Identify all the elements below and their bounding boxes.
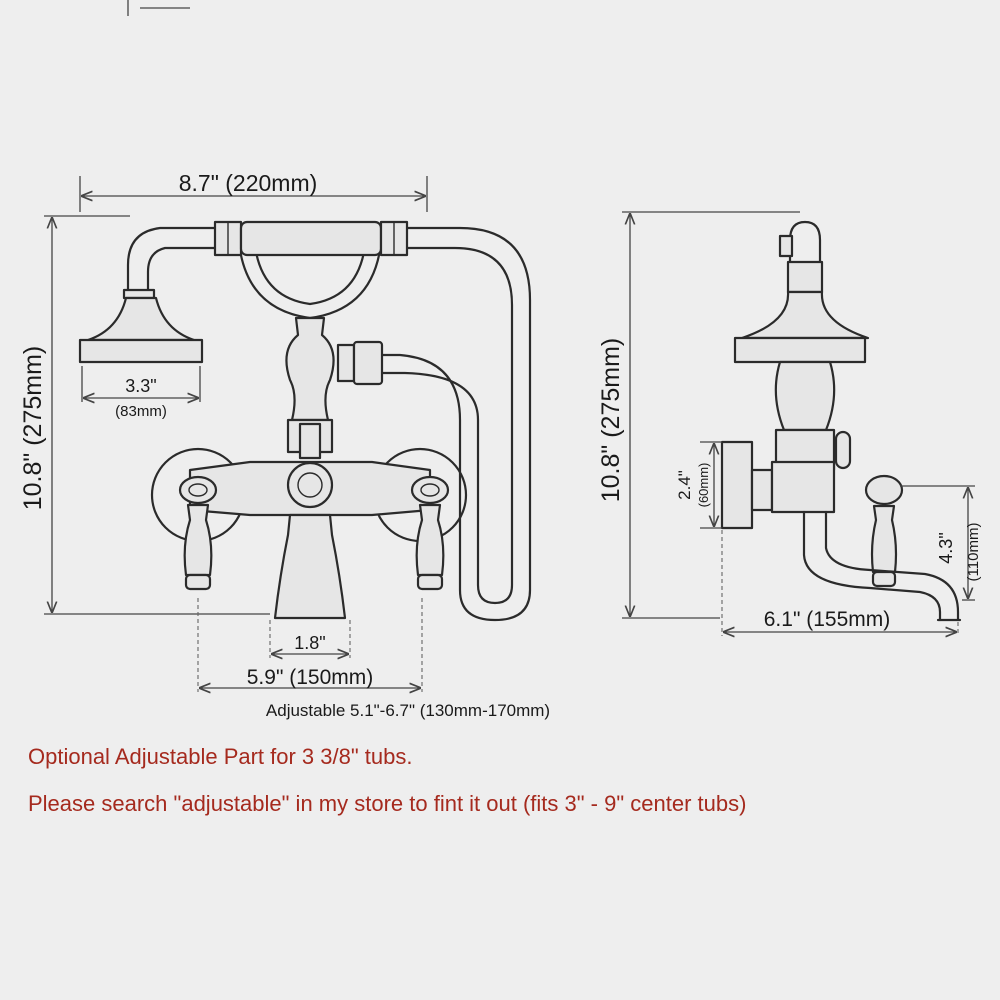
note-search-adjustable: Please search "adjustable" in my store t… xyxy=(28,791,747,816)
dimension-overall-width xyxy=(79,176,428,212)
overall-width-label: 8.7" (220mm) xyxy=(179,170,318,196)
shower-head xyxy=(78,288,204,364)
center-port xyxy=(286,461,334,509)
dimension-flange xyxy=(700,441,722,529)
dimension-overall-height xyxy=(44,215,270,615)
side-view: 10.8" (275mm) 2.4" (60mm) 4.3" (110mm) 6… xyxy=(597,211,982,636)
side-spout-inner xyxy=(824,510,960,622)
dimension-spout-width xyxy=(269,620,351,658)
tub-spout xyxy=(273,513,347,620)
dimension-shower-head xyxy=(81,366,201,402)
front-height-label: 10.8" (275mm) xyxy=(19,346,47,511)
flange-height-label: 2.4" xyxy=(675,470,694,500)
side-height-label: 10.8" (275mm) xyxy=(597,338,625,503)
dimension-center-distance xyxy=(197,598,423,692)
side-riser xyxy=(774,360,836,432)
hose xyxy=(381,226,532,622)
shower-head-size-label: 3.3" xyxy=(125,376,156,396)
spout-drop-label: 4.3" xyxy=(936,532,956,563)
cropped-top-fragment xyxy=(127,0,190,16)
projection-label: 6.1" (155mm) xyxy=(764,608,891,631)
right-handle xyxy=(410,475,450,591)
note-optional-adjustable: Optional Adjustable Part for 3 3/8" tubs… xyxy=(28,744,413,769)
spout-drop-mm-label: (110mm) xyxy=(965,523,982,582)
front-view: 8.7" (220mm) 10.8" (275mm) 3.3" (83mm) 1… xyxy=(19,170,550,720)
cradle-yoke-inner xyxy=(254,250,366,306)
dimension-projection xyxy=(721,530,959,636)
adjustable-range-label: Adjustable 5.1"-6.7" (130mm-170mm) xyxy=(266,701,550,720)
side-handle xyxy=(864,474,904,588)
shower-head-size-mm-label: (83mm) xyxy=(115,403,167,420)
riser-column xyxy=(285,316,384,460)
side-shower-head xyxy=(740,290,870,340)
side-wall-flange xyxy=(720,440,754,530)
center-distance-label: 5.9" (150mm) xyxy=(247,666,374,689)
side-hook-tip xyxy=(778,234,794,258)
hand-shower-handset xyxy=(126,220,409,294)
dimension-side-height xyxy=(622,211,800,619)
side-spout-outer xyxy=(802,510,942,622)
side-upper-stem xyxy=(786,260,824,294)
dimension-spout-drop xyxy=(900,485,975,601)
side-shower-head-rim xyxy=(733,336,867,364)
spout-width-label: 1.8" xyxy=(294,633,325,653)
flange-height-mm-label: (60mm) xyxy=(696,463,711,508)
side-cradle-hook xyxy=(788,220,822,264)
side-diverter-knob xyxy=(834,430,852,470)
center-port-inner xyxy=(297,472,323,498)
side-wall-connector xyxy=(750,468,774,512)
side-mixer-body xyxy=(770,460,836,514)
cradle-yoke xyxy=(238,248,382,320)
left-handle xyxy=(178,475,218,591)
